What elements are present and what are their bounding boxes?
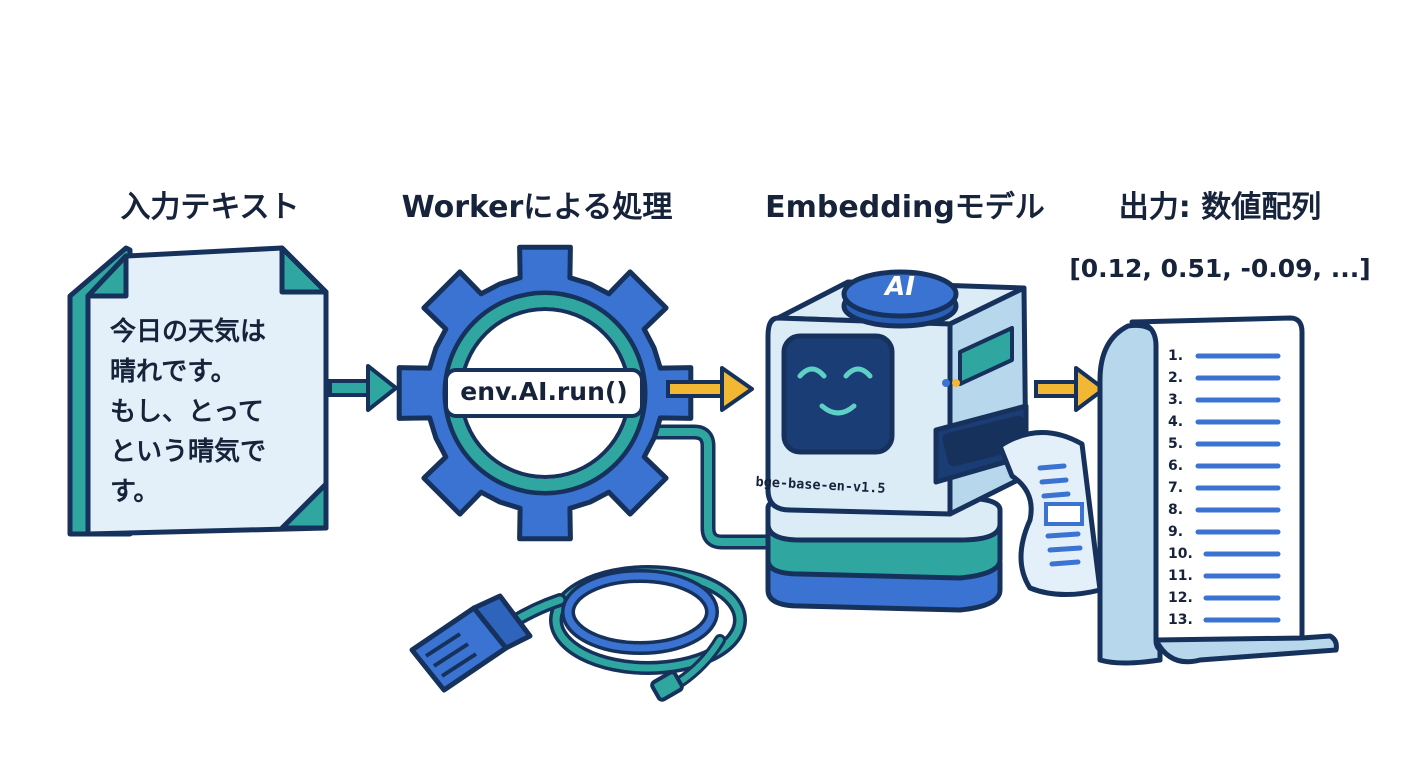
document-line: 晴れです。 bbox=[110, 357, 237, 387]
list-number: 9. bbox=[1168, 524, 1184, 540]
document-line: もし、とって bbox=[110, 397, 264, 427]
list-number: 7. bbox=[1168, 480, 1184, 496]
list-number: 10. bbox=[1168, 546, 1193, 562]
code-box bbox=[444, 368, 644, 418]
cable-icon bbox=[493, 424, 778, 688]
list-number: 1. bbox=[1168, 348, 1184, 364]
document-line: という晴気で bbox=[110, 437, 267, 467]
list-number: 11. bbox=[1168, 568, 1193, 584]
list-number: 4. bbox=[1168, 414, 1184, 430]
arrow-model-to-output bbox=[1034, 366, 1106, 412]
arrow-doc-to-worker bbox=[328, 364, 398, 412]
arrow-worker-to-model bbox=[666, 366, 754, 412]
heading-input-text: 入力テキスト bbox=[120, 190, 300, 225]
heading-model: Embeddingモデル bbox=[765, 190, 1045, 225]
list-number: 5. bbox=[1168, 436, 1184, 452]
robot-face-screen bbox=[781, 333, 895, 455]
list-number: 6. bbox=[1168, 458, 1184, 474]
printed-paper-strip bbox=[997, 430, 1103, 598]
small-plug-icon bbox=[650, 670, 684, 702]
heading-worker: Workerによる処理 bbox=[401, 190, 673, 225]
code-text: env.AI.run() bbox=[460, 377, 628, 406]
usb-plug-icon bbox=[409, 593, 533, 693]
ai-badge-text: AI bbox=[885, 272, 915, 302]
ai-badge bbox=[841, 269, 959, 329]
scroll-lines bbox=[1195, 353, 1281, 623]
document-line: す。 bbox=[110, 477, 160, 507]
document-text: 今日の天気は 晴れです。 もし、とって という晴気で す。 bbox=[110, 312, 310, 512]
list-number: 8. bbox=[1168, 502, 1184, 518]
vector-output: [0.12, 0.51, -0.09, ...] bbox=[1069, 254, 1371, 283]
list-number: 13. bbox=[1168, 612, 1193, 628]
list-number: 3. bbox=[1168, 392, 1184, 408]
document-line: 今日の天気は bbox=[110, 317, 267, 347]
heading-output: 出力: 数値配列 bbox=[1118, 190, 1322, 225]
document-icon bbox=[67, 245, 329, 537]
list-number: 12. bbox=[1168, 590, 1193, 606]
list-number: 2. bbox=[1168, 370, 1184, 386]
machine-slot bbox=[942, 415, 1030, 467]
